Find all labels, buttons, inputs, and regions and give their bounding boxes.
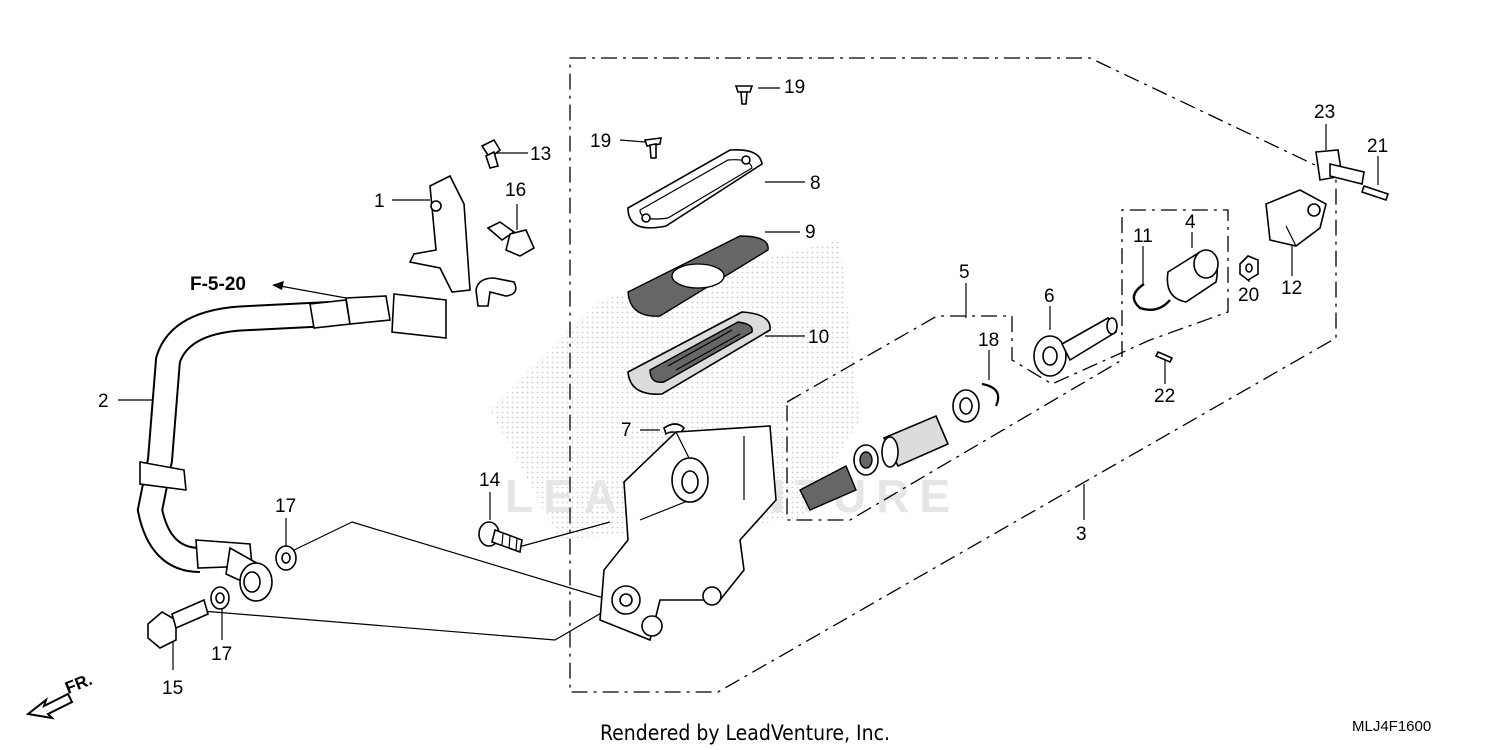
callout-17-left: 17	[211, 644, 232, 665]
piston	[881, 414, 950, 468]
spring	[799, 465, 857, 511]
circlip-18	[981, 382, 1000, 407]
pin-23	[1315, 149, 1365, 185]
pin-22	[1154, 350, 1174, 364]
leader-lines	[118, 87, 1379, 670]
callout-7: 7	[621, 420, 632, 441]
callout-2: 2	[98, 391, 109, 412]
callout-20: 20	[1238, 285, 1259, 306]
boot-4	[1166, 249, 1219, 303]
joint-12	[1265, 189, 1327, 247]
callout-9: 9	[805, 222, 816, 243]
callout-23: 23	[1314, 102, 1335, 123]
callout-15: 15	[162, 678, 183, 699]
front-label: FR.	[62, 670, 95, 698]
bolt-14	[478, 521, 523, 554]
callout-13: 13	[530, 144, 551, 165]
callout-16: 16	[505, 180, 526, 201]
screw-19-top	[734, 85, 754, 105]
washer-17-right	[275, 545, 297, 571]
callout-14: 14	[479, 470, 501, 491]
callout-18: 18	[978, 330, 999, 351]
callout-5: 5	[959, 262, 970, 283]
callout-12: 12	[1281, 278, 1302, 299]
screw-19-left	[643, 137, 662, 159]
callout-1: 1	[374, 191, 385, 212]
circlip-11	[1132, 283, 1171, 311]
credit-text: Rendered by LeadVenture, Inc.	[600, 721, 890, 745]
callout-4: 4	[1185, 212, 1196, 233]
nut-20	[1239, 255, 1259, 281]
bracket-1	[408, 174, 517, 307]
callout-19-top: 19	[784, 77, 805, 98]
reservoir-cover-8	[627, 148, 763, 229]
callout-17-right: 17	[275, 496, 296, 517]
diaphragm-10	[627, 311, 771, 395]
callout-19-left: 19	[590, 131, 611, 152]
cross-reference[interactable]: F-5-20	[190, 274, 347, 299]
assembly-outline-3	[569, 57, 1337, 693]
banjo-fitting	[239, 562, 273, 602]
bolt-16	[486, 221, 536, 257]
assembly-outline-5	[786, 209, 1229, 521]
callout-3: 3	[1076, 524, 1087, 545]
washer-17-left	[210, 586, 230, 610]
banjo-bolt-15	[147, 598, 209, 649]
master-cylinder-body	[599, 425, 777, 642]
brake-hose-2	[136, 293, 447, 588]
push-rod-6	[1033, 316, 1118, 377]
callout-6: 6	[1044, 286, 1055, 307]
callout-labels: 1 2 3 4 5 6 7 8 9 10 11 12 13 14 15 16 1…	[98, 77, 1388, 699]
diaphragm-plate-9	[627, 235, 769, 317]
secondary-cup	[952, 389, 980, 423]
callout-22: 22	[1154, 386, 1175, 407]
callout-11: 11	[1133, 226, 1153, 247]
front-arrow: FR.	[25, 670, 95, 720]
primary-cup	[853, 444, 879, 476]
reference-label[interactable]: F-5-20	[190, 274, 246, 295]
cotter-pin-21	[1360, 184, 1390, 202]
callout-8: 8	[810, 173, 821, 194]
callout-21: 21	[1367, 136, 1388, 157]
bolt-13	[480, 138, 502, 169]
callout-10: 10	[808, 327, 829, 348]
diagram-code: MLJ4F1600	[1352, 718, 1431, 735]
